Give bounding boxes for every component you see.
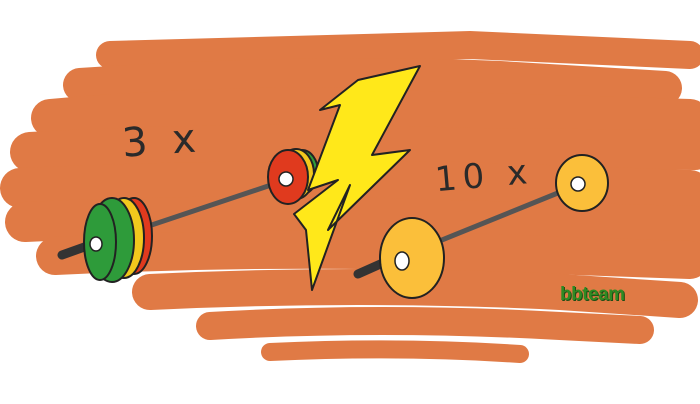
right-reps-label: 10 x [433,151,535,201]
light-barbell-icon [353,154,609,299]
bbteam-logo: bbteam [560,284,625,305]
left-reps-label: 3 x [120,115,204,167]
lightning-bolt-icon [293,65,421,291]
